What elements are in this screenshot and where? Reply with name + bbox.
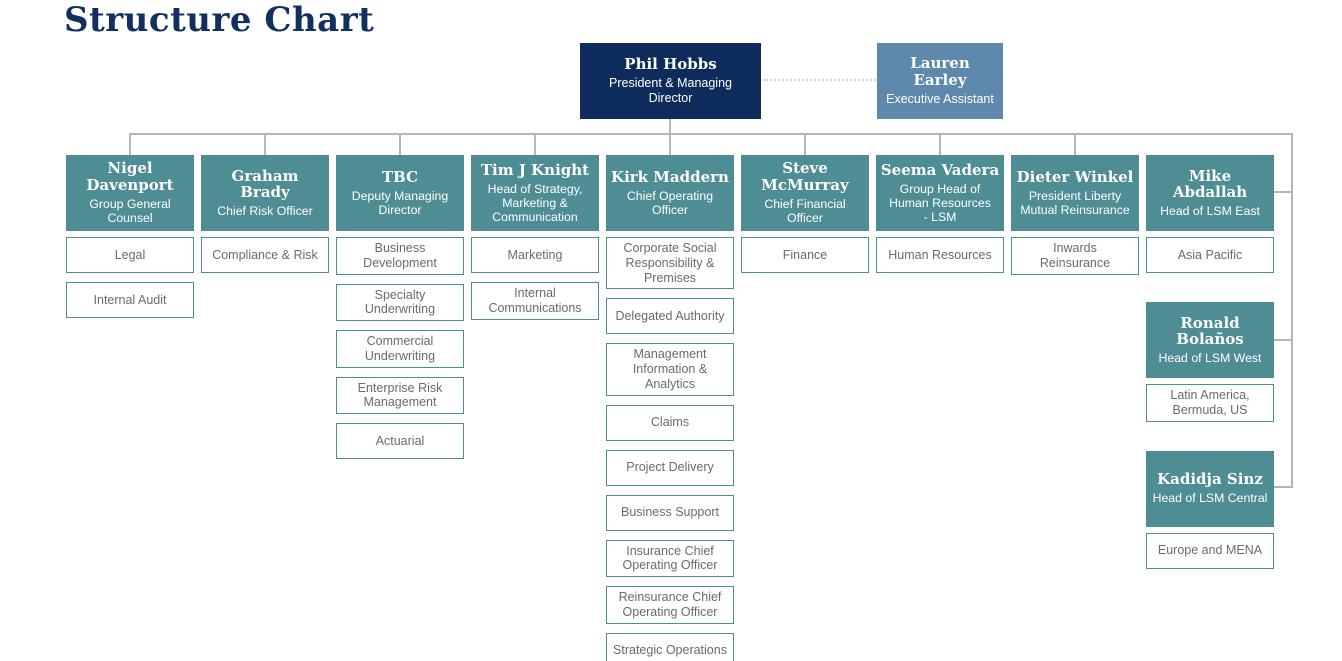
connector-stub-3 [399, 133, 401, 155]
org-item-box: Commercial Underwriting [336, 330, 464, 368]
root-box-phil-hobbs: Phil Hobbs President & Managing Director [580, 43, 761, 119]
assistant-title: Executive Assistant [886, 92, 994, 107]
org-item-box: Insurance Chief Operating Officer [606, 539, 734, 577]
assistant-box-lauren-earley: Lauren Earley Executive Assistant [877, 43, 1003, 119]
org-item-box: Europe and MENA [1146, 532, 1274, 569]
root-name: Phil Hobbs [624, 55, 717, 74]
org-head-title: Deputy Managing Director [351, 188, 449, 217]
connector-stub-1 [129, 133, 131, 155]
org-item-box: Legal [66, 237, 194, 273]
org-head-title: Chief Operating Officer [626, 188, 714, 217]
org-item-box: Delegated Authority [606, 298, 734, 335]
org-head-title: President Liberty Mutual Reinsurance [1020, 188, 1130, 217]
org-head-name: Ronald Bolaños [1176, 313, 1244, 349]
org-item-box: Asia Pacific [1146, 237, 1274, 273]
org-head-name: Dieter Winkel [1016, 167, 1134, 186]
org-item-box: Finance [741, 237, 869, 273]
connector-stub-4 [534, 133, 536, 155]
connector-stub-6 [804, 133, 806, 155]
connector-right-vertical [1291, 133, 1293, 488]
org-item-box: Actuarial [336, 423, 464, 459]
org-head-name: Seema Vadera [880, 160, 1000, 179]
connector-main-horizontal [129, 133, 1293, 135]
org-head-title: Chief Risk Officer [217, 204, 313, 219]
org-item-box: Latin America, Bermuda, US [1146, 384, 1274, 422]
org-item-box: Enterprise Risk Management [336, 376, 464, 414]
page-title: Structure Chart [64, 0, 375, 40]
org-item-box: Human Resources [876, 237, 1004, 273]
org-item-box: Reinsurance Chief Operating Officer [606, 586, 734, 624]
org-head-name: Kirk Maddern [611, 167, 729, 186]
org-item-box: Business Support [606, 494, 734, 531]
org-item-box: Business Development [336, 237, 464, 275]
org-head-name: Nigel Davenport [86, 159, 174, 195]
org-item-box: Claims [606, 404, 734, 441]
org-item-box: Compliance & Risk [201, 237, 329, 273]
org-item-box: Inwards Reinsurance [1011, 237, 1139, 275]
connector-elbow-lsm-west [1274, 339, 1293, 341]
org-head-title: Chief Financial Officer [764, 197, 846, 226]
org-head-name: Kadidja Sinz [1157, 470, 1263, 489]
connector-root-drop [669, 119, 671, 155]
org-head-title: Group General Counsel [89, 197, 171, 226]
org-head-box: TBC Deputy Managing Director [336, 155, 464, 231]
org-head-title: Head of LSM East [1160, 204, 1260, 219]
org-item-box: Management Information & Analytics [606, 343, 734, 396]
org-head-title: Head of Strategy, Marketing & Communicat… [487, 181, 583, 225]
org-head-title: Head of LSM West [1158, 351, 1262, 366]
org-head-name: Steve McMurray [761, 159, 849, 195]
org-item-box: Internal Audit [66, 282, 194, 318]
root-title: President & Managing Director [609, 76, 732, 106]
org-head-name: Graham Brady [231, 166, 299, 202]
org-head-name: Tim J Knight [480, 160, 590, 179]
assistant-name: Lauren Earley [910, 53, 970, 90]
org-head-title: Head of LSM Central [1152, 491, 1268, 506]
connector-stub-8 [1074, 133, 1076, 155]
connector-stub-2 [264, 133, 266, 155]
org-head-name: TBC [381, 167, 419, 186]
org-item-box: Project Delivery [606, 449, 734, 486]
org-item-box: Specialty Underwriting [336, 283, 464, 321]
org-head-title: Group Head of Human Resources - LSM [889, 181, 991, 225]
org-head-name: Mike Abdallah [1172, 166, 1248, 202]
connector-elbow-lsm-central [1274, 486, 1293, 488]
connector-elbow-lsm-east [1274, 191, 1293, 193]
org-item-box: Corporate Social Responsibility & Premis… [606, 237, 734, 290]
dotted-connector-line [763, 79, 876, 81]
connector-stub-7 [939, 133, 941, 155]
org-item-box: Strategic Operations [606, 632, 734, 661]
org-item-box: Marketing [471, 237, 599, 273]
org-item-box: Internal Communications [471, 282, 599, 320]
